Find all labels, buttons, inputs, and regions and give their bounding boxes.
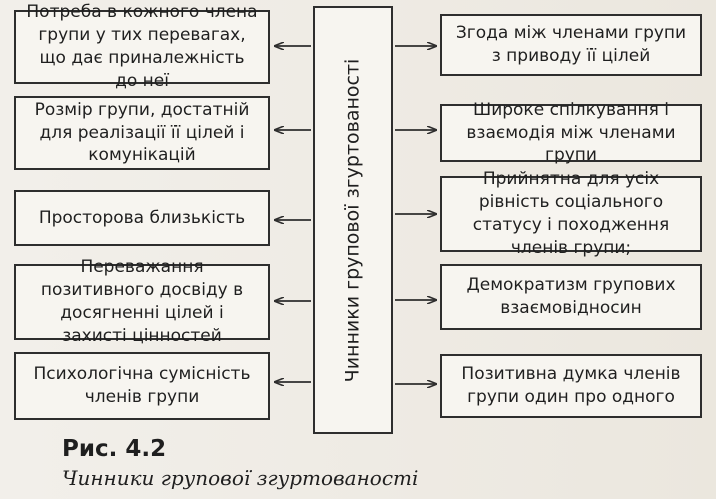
left-factor-label-1: Потреба в кожного члена групи у тих пере… (26, 2, 258, 91)
right-factor-box-5: Позитивна думка членів групи один про од… (440, 354, 702, 418)
left-factor-label-4: Переважання позитивного досвіду в досягн… (40, 257, 244, 346)
right-factor-box-2: Широке спілкування і взаємодія між члена… (440, 100, 702, 165)
left-factor-box-1: Потреба в кожного члена групи у тих пере… (14, 2, 270, 91)
right-factor-box-4: Демократизм групових взаємовідносин (440, 264, 702, 330)
left-factor-box-3: Просторова близькість (14, 190, 270, 246)
left-factor-box-4: Переважання позитивного досвіду в досягн… (14, 257, 270, 346)
figure-caption: Рис. 4.2 Чинники групової згуртованості (62, 436, 482, 490)
left-factor-box-2: Розмір групи, достатній для реалізації ї… (14, 96, 270, 170)
right-factor-label-2: Широке спілкування і взаємодія між члена… (466, 99, 676, 166)
left-factor-label-2: Розмір групи, достатній для реалізації ї… (34, 99, 250, 166)
left-factor-box-5: Психологічна сумісність членів групи (14, 352, 270, 420)
right-factor-label-1: Згода між членами групи з приводу її ціл… (455, 23, 687, 66)
right-factor-label-3: Прийнятна для усіх рівність соціального … (472, 169, 670, 258)
central-concept-box: Чинники групової згуртованості (313, 6, 393, 434)
right-factor-label-4: Демократизм групових взаємовідносин (466, 275, 676, 318)
central-concept-label: Чинники групової згуртованості (341, 58, 364, 382)
right-factor-box-3: Прийнятна для усіх рівність соціального … (440, 169, 702, 258)
left-factor-label-3: Просторова близькість (38, 207, 246, 228)
right-factor-box-1: Згода між членами групи з приводу її ціл… (440, 14, 702, 76)
figure-title: Чинники групової згуртованості (62, 465, 419, 490)
left-factor-label-5: Психологічна сумісність членів групи (33, 364, 251, 407)
right-factor-label-5: Позитивна думка членів групи один про од… (461, 364, 681, 407)
figure-number: Рис. 4.2 (62, 436, 167, 462)
